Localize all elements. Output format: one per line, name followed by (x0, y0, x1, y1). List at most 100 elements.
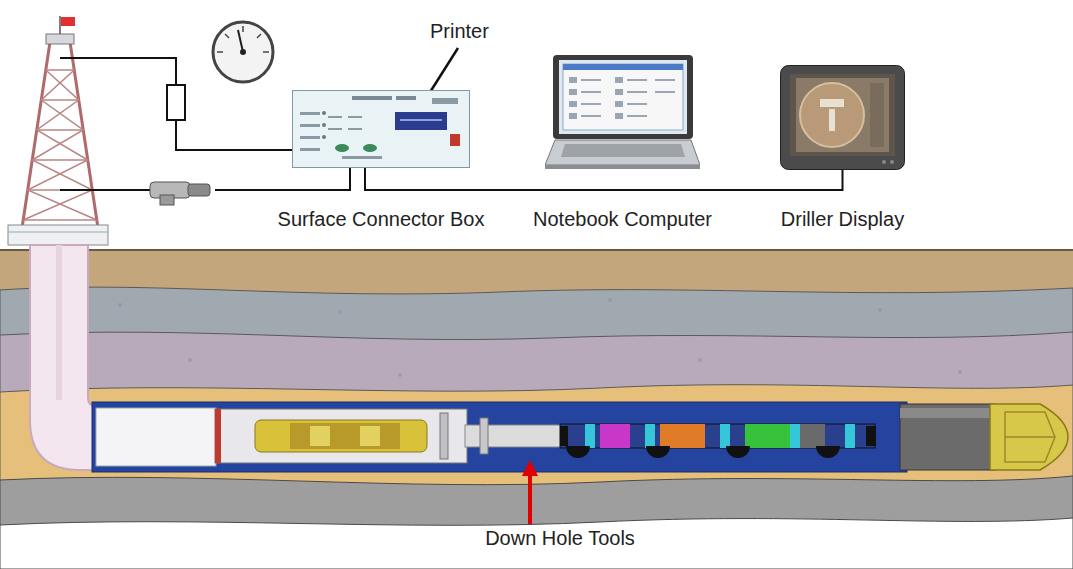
laptop-drawing (569, 89, 577, 95)
laptop-drawing (545, 140, 700, 165)
gauge (240, 49, 246, 55)
down-hole-tools (215, 404, 1068, 470)
laptop-drawing (581, 103, 601, 105)
laptop-drawing (569, 101, 577, 107)
connector-panel (293, 91, 470, 168)
derrick (37, 129, 83, 131)
casing-pipe (56, 245, 62, 400)
connector-panel (292, 90, 470, 168)
signal-wires (60, 58, 350, 190)
down-hole-tools (360, 426, 380, 446)
laptop-drawing (655, 79, 675, 81)
ground-layers (338, 310, 342, 314)
signal-wires (176, 120, 292, 150)
down-hole-tools (1005, 436, 1055, 438)
down-hole-tools (566, 446, 590, 458)
down-hole-tools (790, 424, 800, 448)
ground-layers (118, 298, 962, 377)
connector-panel (363, 144, 377, 152)
down-hole-tools (255, 420, 427, 452)
down-hole-tools (560, 426, 568, 446)
pressure-sensor (160, 195, 174, 205)
down-hole-tools (600, 424, 630, 448)
gauge (213, 22, 273, 82)
derrick (23, 70, 92, 220)
connector-panel (395, 112, 447, 130)
down-hole-tools (726, 446, 750, 458)
laptop-drawing (581, 91, 601, 93)
connector-panel (342, 156, 382, 159)
display-drawing (780, 65, 905, 170)
connector-panel (348, 116, 362, 118)
connector-panel (322, 123, 326, 127)
derrick (8, 16, 108, 245)
laptop-drawing (615, 77, 623, 83)
gauge (238, 30, 243, 52)
down-hole-tools (560, 424, 875, 448)
laptop-drawing (559, 60, 687, 134)
display-drawing (796, 78, 889, 152)
signal-cable (365, 168, 843, 190)
derrick (23, 219, 97, 221)
laptop-drawing (627, 91, 647, 93)
display-drawing (882, 160, 886, 164)
connector-box: Surface Connector Box (292, 90, 470, 168)
node-label: Surface Connector Box (278, 208, 485, 231)
signal-wires (215, 168, 350, 190)
ground-layers (608, 298, 612, 302)
casing-pipe (30, 245, 100, 470)
connector-panel (328, 128, 342, 130)
signal-wires (60, 58, 176, 85)
down-hole-tools (290, 423, 400, 449)
display-drawing (781, 66, 905, 170)
gauge (217, 51, 223, 53)
ground-layers (878, 308, 882, 312)
derrick (8, 232, 108, 233)
display-drawing (870, 83, 884, 147)
laptop-drawing (545, 165, 700, 169)
connector-panel (300, 148, 320, 151)
ground-layers (958, 370, 962, 374)
down-hole-tools (585, 424, 855, 448)
ground-layers (0, 250, 1073, 569)
ground-layers (0, 287, 1073, 569)
laptop-drawing (581, 115, 601, 117)
laptop-drawing (569, 113, 577, 119)
laptop-drawing (581, 79, 601, 81)
down-hole-tools (585, 424, 595, 448)
derrick (41, 99, 78, 101)
display-drawing (790, 74, 895, 156)
tools-pointer (522, 460, 538, 476)
down-hole-tools (440, 413, 448, 459)
connector-panel (300, 124, 320, 127)
down-hole-tools (816, 446, 840, 458)
gauge (263, 51, 269, 53)
down-hole-tools (560, 426, 876, 458)
derrick (59, 16, 61, 34)
connector-panel (300, 136, 320, 139)
ground-layers (398, 373, 402, 377)
signal-wires (167, 85, 185, 120)
gauge (217, 26, 269, 52)
ground-layers (0, 250, 1073, 569)
connector-panel (432, 98, 458, 104)
connector-panel (322, 135, 326, 139)
down-hole-tools (215, 409, 221, 463)
down-hole-tools (310, 426, 330, 446)
signal-wires (60, 189, 150, 191)
ground-layers (0, 476, 1073, 569)
laptop-drawing (627, 115, 647, 117)
connector-panel (348, 128, 362, 130)
gauge (225, 34, 229, 38)
gauge (242, 26, 244, 32)
connector-panel (352, 96, 392, 100)
derrick (46, 69, 74, 71)
ground-layers (0, 332, 1073, 569)
node-label: Notebook Computer (533, 208, 712, 231)
display-drawing (820, 99, 844, 107)
laptop-drawing (615, 89, 623, 95)
connector-panel (400, 119, 442, 121)
connector-panel (450, 134, 460, 146)
